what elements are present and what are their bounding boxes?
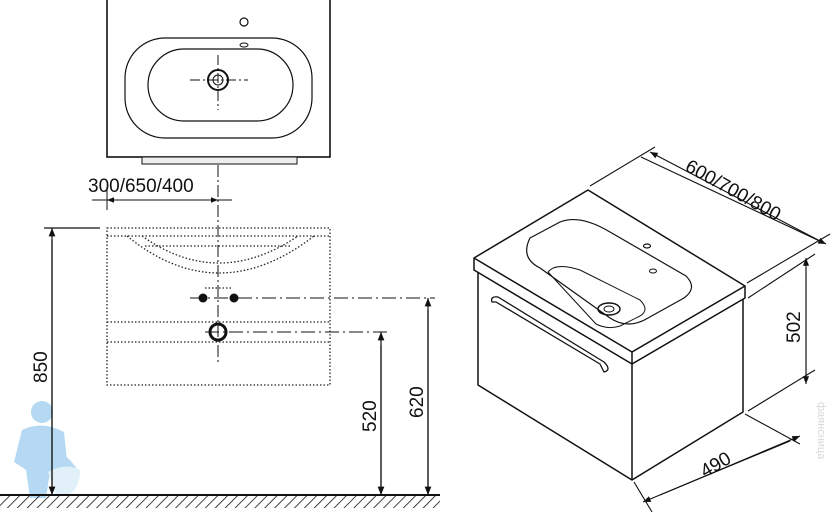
floor xyxy=(0,494,440,508)
cabinet-height-label: 502 xyxy=(784,311,805,343)
watermark: фаянсница xyxy=(815,402,827,460)
outlet-offset-label: 300/650/400 xyxy=(88,176,194,197)
front-view xyxy=(106,227,331,386)
width-label: 600/700/800 xyxy=(682,156,785,226)
isometric-view xyxy=(473,189,746,481)
drain-height-label: 520 xyxy=(360,400,381,432)
height-dimensions xyxy=(44,227,432,495)
total-height-label: 850 xyxy=(31,351,52,383)
connection-points xyxy=(190,293,435,342)
isometric-dimensions xyxy=(589,146,831,513)
top-view xyxy=(106,0,331,165)
supply-height-label: 620 xyxy=(407,386,428,418)
mascot-watermark xyxy=(14,401,80,498)
